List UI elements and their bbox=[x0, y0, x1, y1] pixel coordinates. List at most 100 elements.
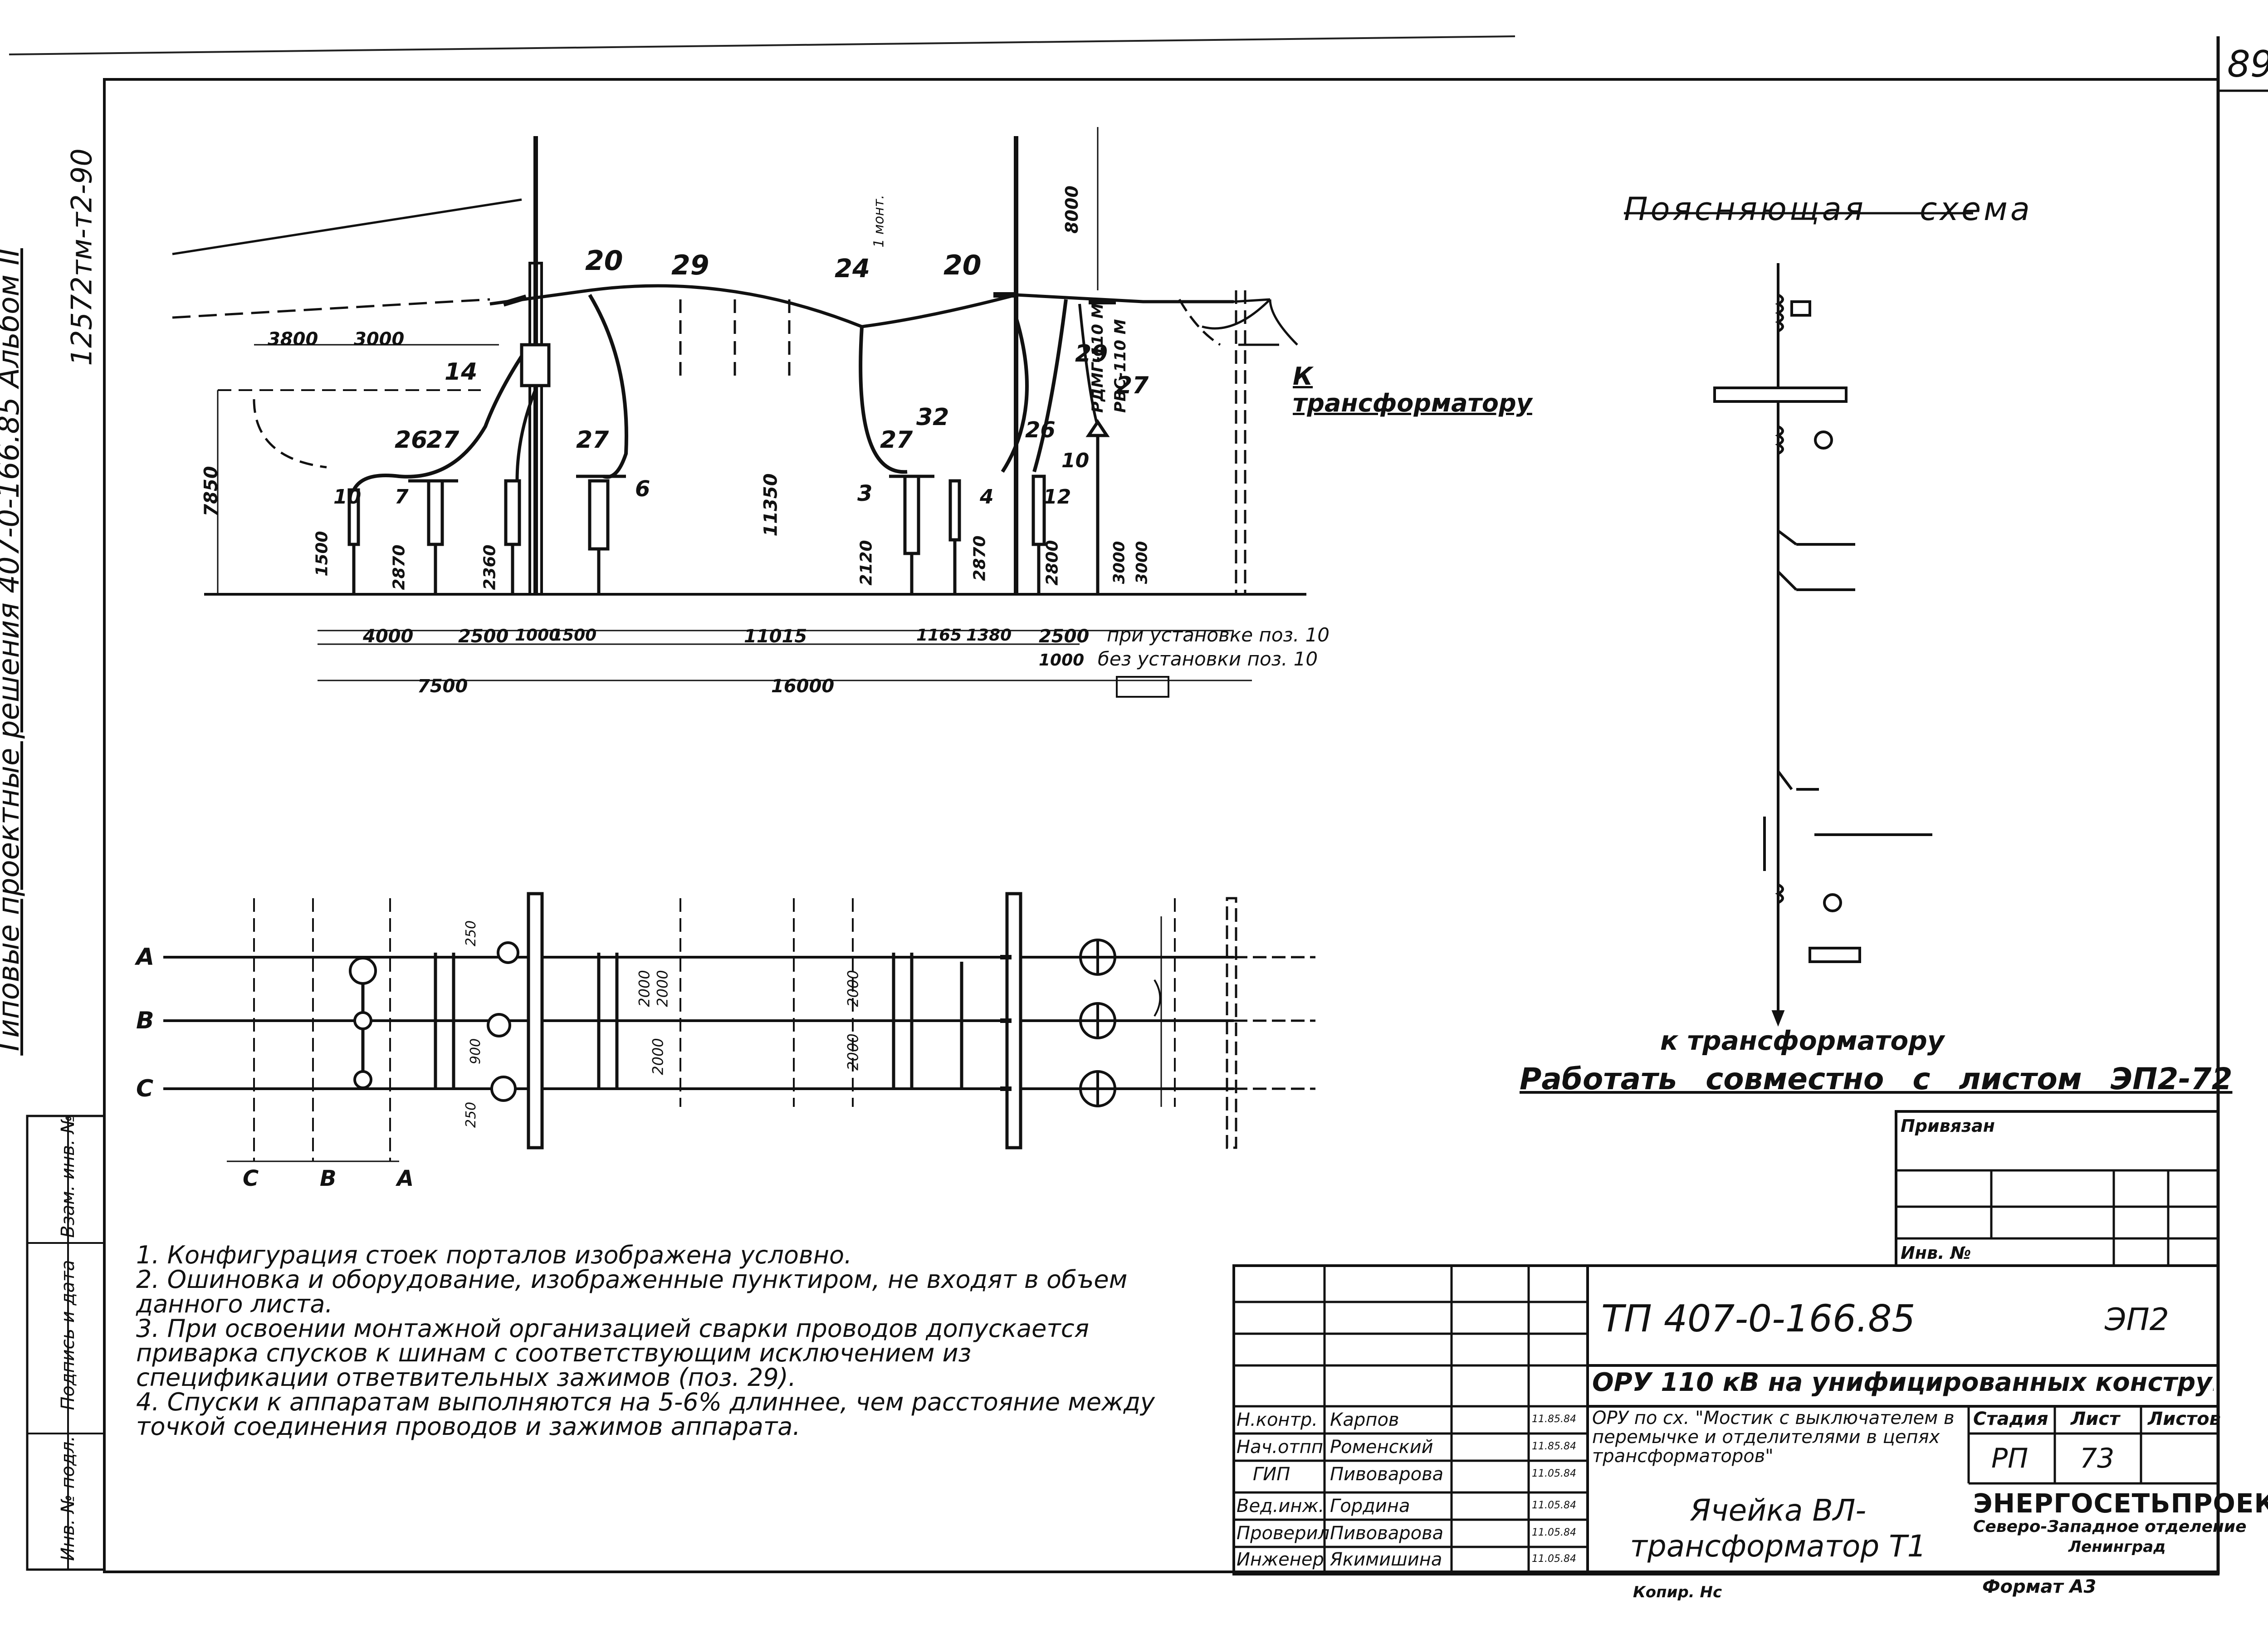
drawing-title: Ячейка ВЛ-трансформатор Т1 bbox=[1630, 1493, 1926, 1564]
title-block bbox=[1232, 1110, 2219, 1575]
sheet-number: 89 bbox=[2227, 43, 2268, 85]
work-together: Работать совместно с листом ЭП2-72 bbox=[1520, 1062, 2233, 1096]
plan-dim-2000e: 2000 bbox=[844, 1033, 862, 1071]
dim-v-2800: 2800 bbox=[1043, 540, 1062, 586]
sheet-code: ЭП2 bbox=[2105, 1302, 2169, 1338]
staff-date: 11.05.84 bbox=[1532, 1553, 1576, 1565]
dim-v-3000b: 3000 bbox=[1133, 541, 1151, 584]
device-rdmg: РДМГ-110 М bbox=[1089, 303, 1107, 413]
explanatory-scheme bbox=[1624, 212, 1973, 1027]
staff-name: Пивоварова bbox=[1330, 1464, 1444, 1485]
pos-20b: 20 bbox=[943, 250, 982, 281]
staff-date: 11.05.84 bbox=[1532, 1500, 1576, 1511]
staff-row: ГИП Пивоварова 11.05.84 bbox=[1235, 1462, 1588, 1488]
device-rvs: РВС-110 М bbox=[1111, 319, 1129, 413]
pos-10a: 10 bbox=[333, 485, 362, 509]
schema-title: Поясняющая схема bbox=[1624, 191, 2033, 228]
inv-label: Инв. № bbox=[1901, 1243, 1971, 1263]
dim-v-3000a: 3000 bbox=[1110, 541, 1129, 584]
staff-name: Пивоварова bbox=[1330, 1523, 1444, 1544]
dim-v-11350: 11350 bbox=[760, 473, 782, 537]
dim-3000: 3000 bbox=[354, 329, 405, 350]
staff-row: Нач.отпп Роменский 11.85.84 bbox=[1235, 1434, 1588, 1461]
format: Формат А3 bbox=[1982, 1576, 2097, 1597]
pos-29b: 29 bbox=[1075, 340, 1108, 367]
staff-date: 11.05.84 bbox=[1532, 1468, 1576, 1479]
pos-12: 12 bbox=[1043, 485, 1071, 509]
pos-26a: 26 bbox=[395, 426, 428, 454]
kopir: Копир. Нс bbox=[1633, 1583, 1722, 1601]
staff-date: 11.85.84 bbox=[1532, 1414, 1576, 1425]
dim-3800: 3800 bbox=[268, 329, 318, 350]
dim-b-11015: 11015 bbox=[744, 626, 807, 647]
bottom-phase-c: С bbox=[243, 1166, 259, 1191]
pos-27c: 27 bbox=[1116, 372, 1149, 399]
bottom-phase-b: В bbox=[320, 1166, 337, 1191]
phase-a: А bbox=[136, 944, 155, 971]
pos-4: 4 bbox=[980, 485, 994, 509]
plan-dim-2000a: 2000 bbox=[635, 970, 653, 1007]
org-branch: Северо-Западное отделение bbox=[1973, 1517, 2247, 1536]
dim-b-1165: 1165 bbox=[916, 626, 962, 645]
plan-view bbox=[163, 892, 1315, 1162]
dim-b-1000: 1000 bbox=[515, 626, 561, 645]
dim-v-2120: 2120 bbox=[857, 540, 876, 586]
note-1: 1. Конфигурация стоек порталов изображен… bbox=[136, 1241, 852, 1269]
staff-row: Н.контр. Карпов 11.85.84 bbox=[1235, 1407, 1588, 1434]
plan-dim-250b: 250 bbox=[463, 1101, 479, 1128]
col-sheets-header: Листов bbox=[2148, 1409, 2221, 1429]
to-transformer-elev: К трансформатору bbox=[1293, 362, 1532, 418]
plan-dim-2000c: 2000 bbox=[649, 1038, 667, 1075]
dim-b-1500: 1500 bbox=[551, 626, 597, 645]
note-install-no: без установки поз. 10 bbox=[1098, 648, 1318, 670]
pos-7: 7 bbox=[395, 485, 409, 509]
dim-v-2870b: 2870 bbox=[970, 535, 989, 581]
pos-27b: 27 bbox=[576, 426, 609, 454]
staff-role: Проверил bbox=[1237, 1523, 1330, 1544]
dim-b-7500: 7500 bbox=[417, 676, 468, 697]
org-city: Ленинград bbox=[2068, 1538, 2166, 1556]
bottom-phase-a: А bbox=[397, 1166, 414, 1191]
pos-14: 14 bbox=[445, 358, 478, 386]
staff-date: 11.05.84 bbox=[1532, 1527, 1576, 1538]
notes: 1. Конфигурация стоек порталов изображен… bbox=[136, 1243, 1166, 1439]
strip-label-inv: Инв. № подл. bbox=[58, 1436, 78, 1561]
plan-dim-900: 900 bbox=[468, 1038, 484, 1065]
doc-number: ТП 407-0-166.85 bbox=[1601, 1297, 1916, 1341]
dim-b-16000: 16000 bbox=[771, 676, 835, 697]
schema-bottom-label: к трансформатору bbox=[1660, 1025, 1945, 1056]
sheet-value: 73 bbox=[2080, 1443, 2115, 1474]
organization: ЭНЕРГОСЕТЬПРОЕКТ bbox=[1973, 1488, 2268, 1519]
stage-value: РП bbox=[1991, 1443, 2028, 1474]
side-title: Типовые проектные решения 407-0-166.85 А… bbox=[0, 248, 26, 1056]
staff-row: Вед.инж. Гордина 11.05.84 bbox=[1235, 1493, 1588, 1520]
pos-26b: 26 bbox=[1025, 417, 1056, 443]
dim-v-1500: 1500 bbox=[313, 531, 332, 577]
note-install-yes: при установке поз. 10 bbox=[1107, 624, 1330, 646]
staff-role: ГИП bbox=[1253, 1464, 1290, 1485]
dim-b-4000: 4000 bbox=[363, 626, 414, 647]
plan-dim-2000d: 2000 bbox=[844, 970, 862, 1007]
staff-name: Роменский bbox=[1330, 1437, 1433, 1458]
note-2: 2. Ошиновка и оборудование, изображенные… bbox=[136, 1265, 1128, 1318]
pos-24: 24 bbox=[835, 254, 870, 284]
elevation-view bbox=[172, 127, 1306, 681]
pos-3: 3 bbox=[857, 481, 873, 506]
scheme-description: ОРУ по сх. "Мостик с выключателем в пере… bbox=[1592, 1408, 1955, 1467]
col-stage-header: Стадия bbox=[1973, 1409, 2048, 1429]
staff-role: Н.контр. bbox=[1237, 1409, 1318, 1430]
dim-1mont: 1 монт. bbox=[871, 195, 887, 248]
pos-27d: 27 bbox=[880, 426, 913, 454]
staff-name: Карпов bbox=[1330, 1409, 1399, 1430]
staff-name: Якимишина bbox=[1330, 1549, 1442, 1570]
privyazan-label: Привязан bbox=[1901, 1116, 1995, 1136]
note-3: 3. При освоении монтажной организацией с… bbox=[136, 1314, 1089, 1392]
note-install-box bbox=[1116, 676, 1169, 698]
dim-b-1000b: 1000 bbox=[1039, 651, 1085, 670]
dim-b-2500b: 2500 bbox=[1039, 626, 1090, 647]
pos-6: 6 bbox=[635, 476, 650, 502]
note-4: 4. Спуски к аппаратам выполняются на 5-6… bbox=[136, 1388, 1155, 1441]
pos-29a: 29 bbox=[671, 250, 709, 281]
staff-role: Нач.отпп bbox=[1237, 1437, 1324, 1458]
